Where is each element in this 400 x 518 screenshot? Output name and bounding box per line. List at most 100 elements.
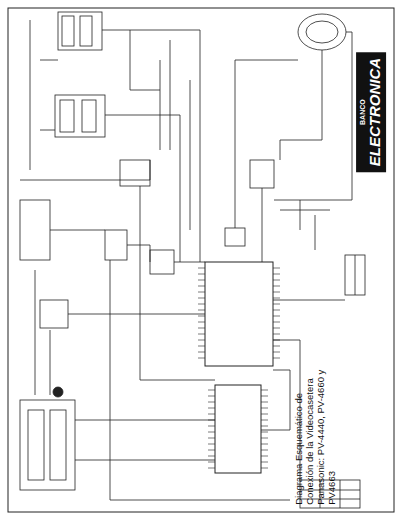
ic-pin <box>273 316 280 317</box>
ic-pin <box>261 408 268 409</box>
page-border <box>8 8 394 512</box>
ic-pin <box>261 456 268 457</box>
ic-pin <box>198 298 205 299</box>
main-ic <box>205 262 273 366</box>
wire <box>174 262 205 263</box>
ic-pin <box>208 390 215 391</box>
ic-pin <box>273 304 280 305</box>
regulator-block <box>105 230 127 260</box>
ic-pin <box>208 408 215 409</box>
ic-pin <box>208 462 215 463</box>
wire <box>262 188 263 262</box>
wire <box>30 20 58 170</box>
power-module <box>50 410 66 480</box>
switch-block <box>55 95 105 137</box>
ic-pin <box>261 420 268 421</box>
wire <box>160 40 190 230</box>
ic-pin <box>198 352 205 353</box>
power-module <box>20 400 75 490</box>
ic-pin <box>261 468 268 469</box>
ic-pin <box>261 396 268 397</box>
ic-pin <box>198 280 205 281</box>
ic-small <box>225 228 245 246</box>
ic-pin <box>273 322 280 323</box>
wire <box>68 314 205 315</box>
ic-pin <box>208 468 215 469</box>
ic-pin <box>208 456 215 457</box>
terminal <box>53 387 63 397</box>
connector-block <box>250 160 274 188</box>
ic-pin <box>198 286 205 287</box>
switch-block <box>60 100 74 132</box>
ic-pin <box>273 352 280 353</box>
ic-pin <box>273 286 280 287</box>
ic-pin <box>198 346 205 347</box>
table-grid <box>345 255 365 295</box>
power-module <box>28 410 44 480</box>
wire <box>105 115 180 262</box>
micro-ic <box>215 385 261 473</box>
ic-pin <box>208 450 215 451</box>
video-head-drum <box>306 21 338 43</box>
ic-pin <box>208 396 215 397</box>
wire <box>35 270 50 395</box>
logo-box: BANCOELECTRONICA <box>356 52 386 172</box>
wire <box>130 30 160 90</box>
diagram-title: Diagrama Esquemático de Conexión de la V… <box>294 355 338 505</box>
ic-pin <box>208 438 215 439</box>
switch-block <box>58 12 102 50</box>
ic-pin <box>208 402 215 403</box>
ic-pin <box>261 450 268 451</box>
wire <box>20 160 150 180</box>
ic-pin <box>273 298 280 299</box>
ic-pin <box>273 268 280 269</box>
ic-pin <box>198 340 205 341</box>
ic-pin <box>198 328 205 329</box>
switch-block <box>82 100 96 132</box>
ic-pin <box>273 274 280 275</box>
ic-pin <box>261 432 268 433</box>
logo-small-text: BANCO <box>359 58 367 166</box>
ic-pin <box>261 462 268 463</box>
wire <box>280 50 322 160</box>
switch-block <box>62 16 74 46</box>
logo-text: ELECTRONICA <box>367 58 384 166</box>
ic-pin <box>198 304 205 305</box>
ic-pin <box>273 346 280 347</box>
wire <box>75 460 215 461</box>
wire <box>50 230 105 231</box>
ic-pin <box>273 334 280 335</box>
ic-pin <box>198 292 205 293</box>
ic-pin <box>198 310 205 311</box>
ic-pin <box>208 414 215 415</box>
ic-pin <box>261 390 268 391</box>
ic-pin <box>198 268 205 269</box>
ic-pin <box>208 426 215 427</box>
ic-small <box>150 250 174 274</box>
transistor-block <box>120 160 150 186</box>
module <box>20 200 50 260</box>
ic-pin <box>261 402 268 403</box>
wire <box>273 300 345 301</box>
ic-pin <box>208 420 215 421</box>
ic-pin <box>273 340 280 341</box>
ic-pin <box>198 334 205 335</box>
wire <box>75 420 215 421</box>
ic-pin <box>273 292 280 293</box>
ic-pin <box>198 316 205 317</box>
ic-pin <box>198 358 205 359</box>
ic-pin <box>261 444 268 445</box>
wire <box>140 186 215 380</box>
wire <box>127 245 150 262</box>
switch-block <box>80 16 92 46</box>
ic-pin <box>198 322 205 323</box>
ic-pin <box>208 444 215 445</box>
ic-pin <box>261 426 268 427</box>
ic-pin <box>261 414 268 415</box>
ic-pin <box>273 280 280 281</box>
wire <box>102 30 200 262</box>
video-head-drum <box>298 14 346 50</box>
wire <box>235 60 298 228</box>
ic-pin <box>208 432 215 433</box>
